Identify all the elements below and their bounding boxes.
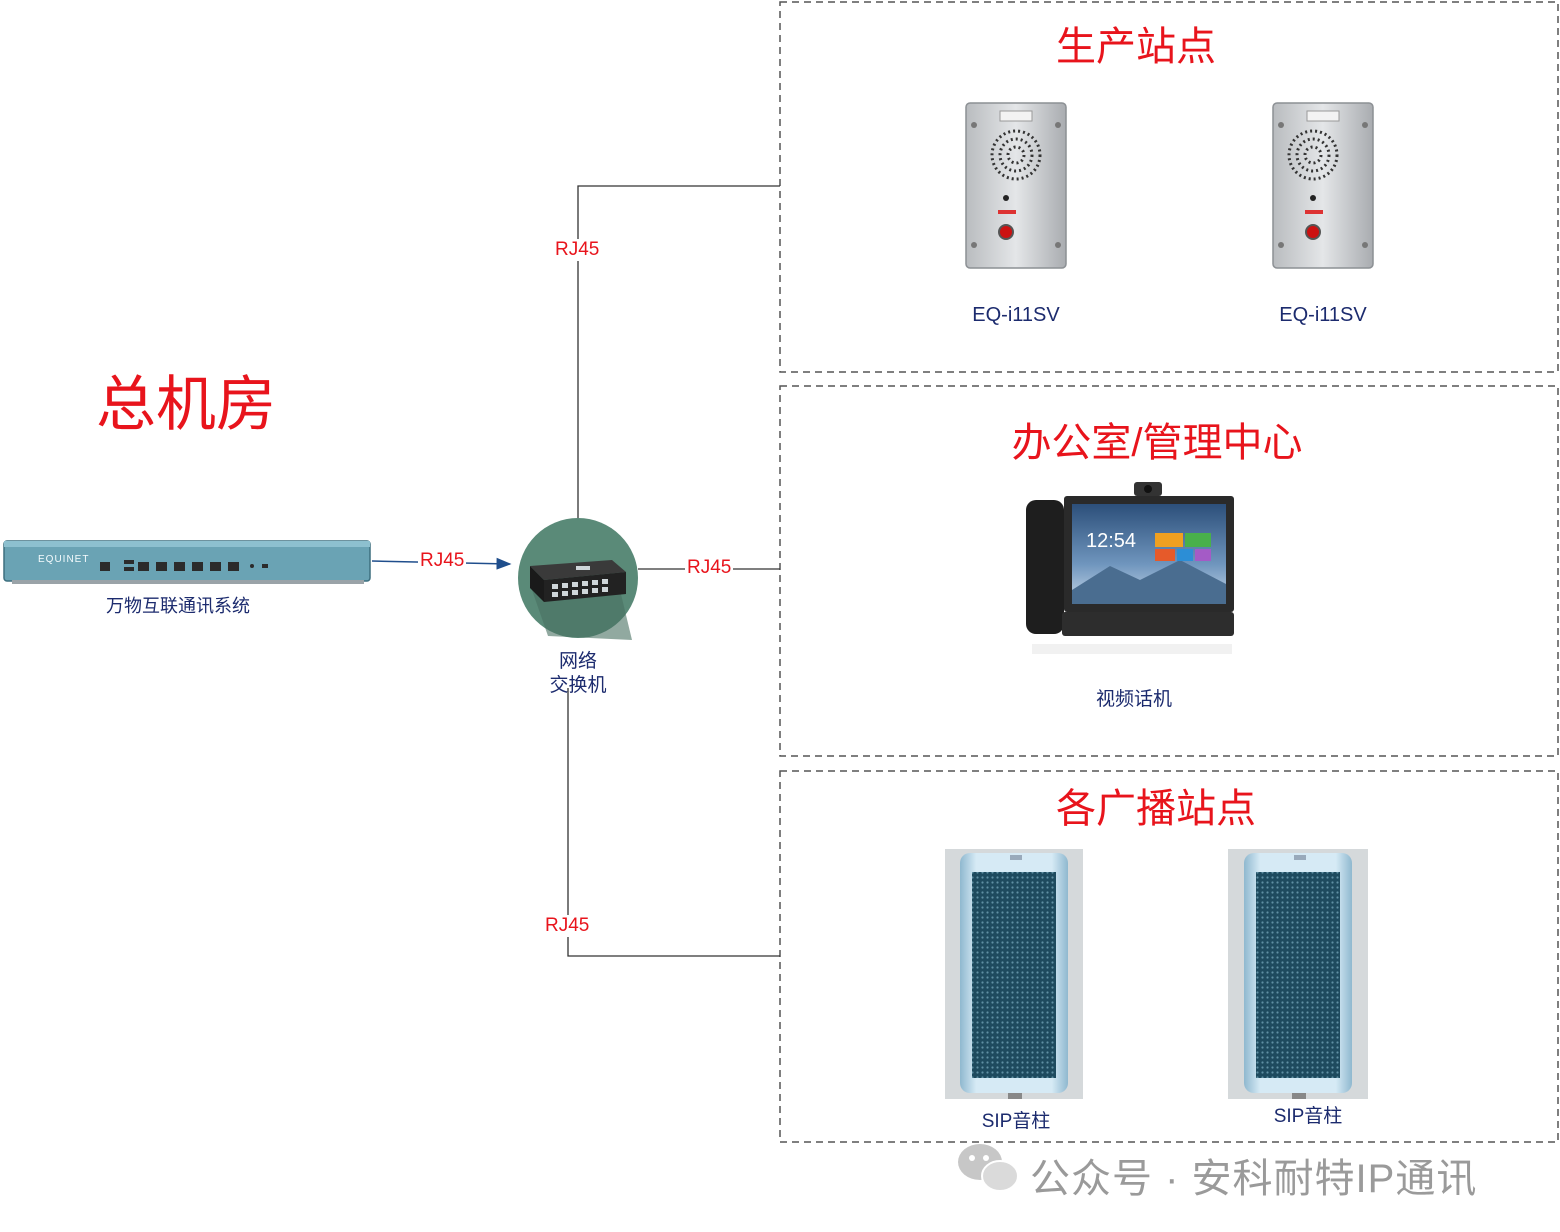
link-label-production: RJ45 <box>553 239 602 261</box>
server-brand: EQUINET <box>38 554 90 565</box>
video-phone-screen-time: 12:54 <box>1086 530 1137 552</box>
link-label-office: RJ45 <box>685 557 734 579</box>
zone-office-box <box>779 385 1559 757</box>
intercom-label-1: EQ-i11SV <box>972 304 1060 326</box>
zone-production-box <box>779 1 1559 373</box>
intercom-label-2: EQ-i11SV <box>1279 304 1367 326</box>
sip-speaker-label-2: SIP音柱 <box>1273 1106 1343 1127</box>
link-broadcast-line <box>567 688 780 957</box>
link-label-server: RJ45 <box>418 550 467 572</box>
link-label-broadcast: RJ45 <box>543 915 592 937</box>
main-room-title: 总机房 <box>96 371 276 438</box>
intercom-device-1 <box>965 102 1067 269</box>
server-label: 万物互联通讯系统 <box>106 596 250 616</box>
wechat-icon <box>958 1144 1019 1192</box>
network-switch <box>518 518 638 640</box>
sip-speaker-label-1: SIP音柱 <box>981 1111 1051 1132</box>
switch-label-line1: 网络 <box>558 651 597 672</box>
sip-column-speaker-2 <box>1228 849 1368 1099</box>
zone-production-title: 生产站点 <box>1056 25 1216 69</box>
server-appliance <box>3 540 371 584</box>
sip-column-speaker-1 <box>945 849 1083 1099</box>
intercom-device-2 <box>1272 102 1374 269</box>
link-production-line <box>577 185 780 520</box>
switch-label-line2: 交换机 <box>549 675 607 696</box>
video-phone-device <box>1026 482 1234 654</box>
video-phone-label: 视频话机 <box>1095 689 1172 710</box>
zone-broadcast-title: 各广播站点 <box>1056 787 1256 831</box>
watermark-text: 公众号 · 安科耐特IP通讯 <box>1030 1157 1478 1201</box>
zone-office-title: 办公室/管理中心 <box>1011 421 1303 465</box>
